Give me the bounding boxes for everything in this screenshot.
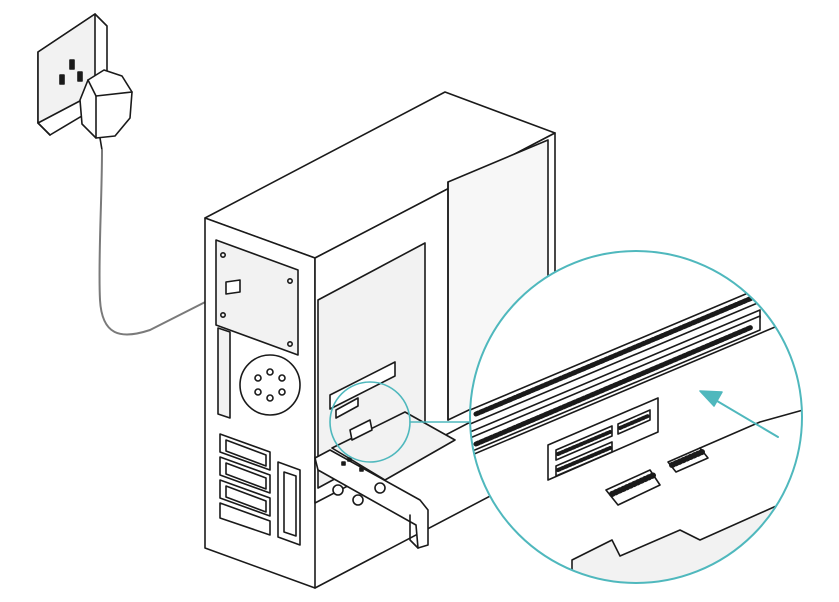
zoom-slot-lower <box>470 315 761 453</box>
insert-direction-arrow-icon <box>699 390 779 438</box>
power-adapter-icon <box>79 69 133 151</box>
power-cable <box>98 149 226 336</box>
zoom-pcie-slot <box>547 397 659 481</box>
pcie-adapter-card-icon <box>314 411 456 549</box>
desktop-tower-icon <box>204 91 556 589</box>
magnifier-circle-icon <box>469 250 803 584</box>
